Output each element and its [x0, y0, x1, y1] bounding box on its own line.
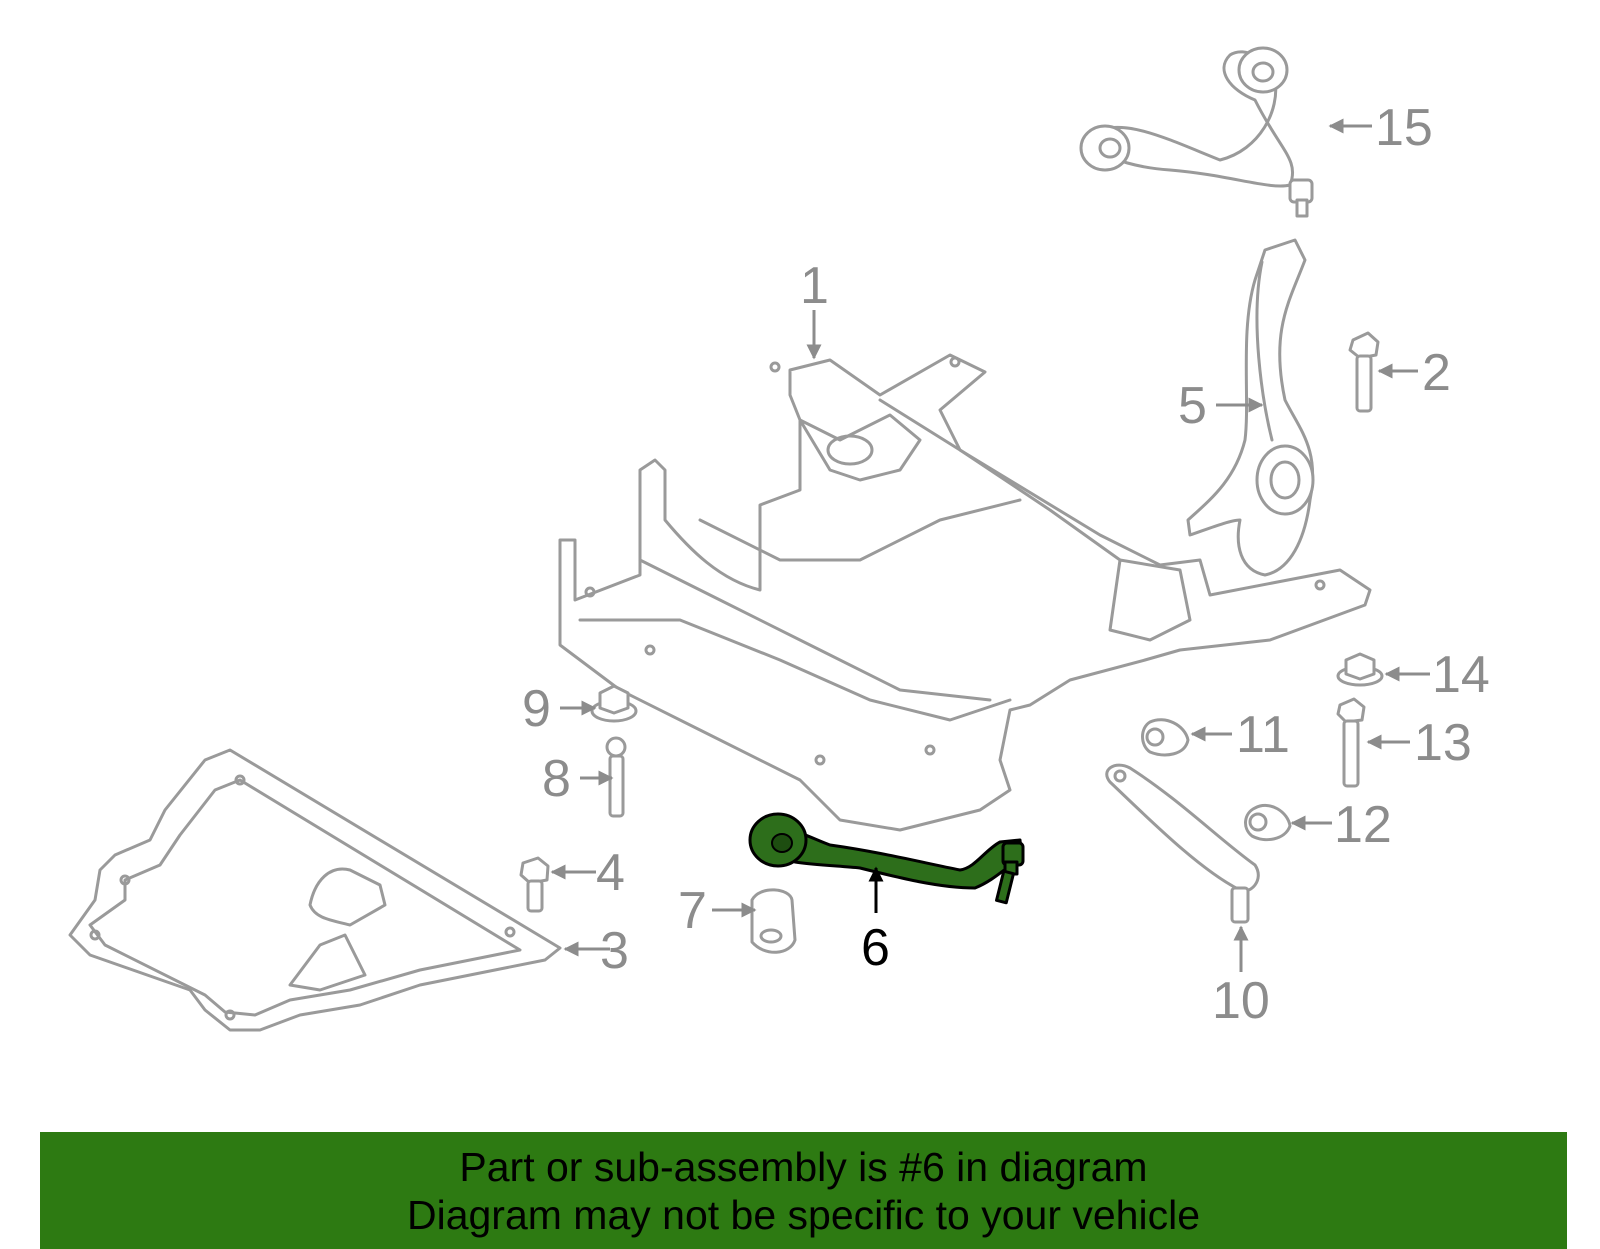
upper-control-arm-part: [1079, 46, 1314, 218]
callout-5: 5: [1178, 377, 1207, 435]
callout-2: 2: [1422, 344, 1451, 402]
info-banner: Part or sub-assembly is #6 in diagram Di…: [40, 1132, 1567, 1249]
callout-8: 8: [542, 750, 571, 808]
bolt-part-13: [1336, 697, 1366, 788]
parts-diagram: 1 2 3 4 5 6 7 8 9 10 11 12 13 14 15: [68, 46, 1490, 1032]
bushing-part-11: [1141, 718, 1190, 757]
callout-10: 10: [1212, 972, 1270, 1030]
front-subframe-part: [558, 353, 1372, 832]
callout-labels: 1 2 3 4 5 6 7 8 9 10 11 12 13 14 15: [522, 99, 1490, 1030]
callout-15: 15: [1375, 99, 1433, 157]
banner-line-disclaimer: Diagram may not be specific to your vehi…: [406, 1191, 1200, 1238]
callout-3: 3: [600, 922, 629, 980]
lower-link-part-10: [1105, 763, 1260, 924]
bushing-part-7: [750, 888, 797, 954]
nut-part-9: [590, 684, 638, 723]
control-arm-part-6: [748, 812, 1025, 905]
banner-line-part-info: Part or sub-assembly is #6 in diagram: [459, 1143, 1148, 1190]
bushing-part-12: [1244, 803, 1292, 842]
callout-1: 1: [800, 257, 829, 315]
callout-12: 12: [1334, 796, 1392, 854]
leader-lines: [550, 118, 1430, 972]
bolt-part-4: [519, 856, 550, 913]
callout-11: 11: [1236, 706, 1290, 764]
callout-14: 14: [1432, 646, 1490, 704]
nut-part-14: [1336, 652, 1384, 687]
callout-13: 13: [1414, 714, 1472, 772]
callout-7: 7: [678, 882, 707, 940]
callout-6: 6: [861, 919, 890, 977]
splash-shield-part: [68, 748, 562, 1032]
callout-4: 4: [596, 844, 625, 902]
callout-9: 9: [522, 680, 551, 738]
bolt-part-2: [1348, 331, 1380, 413]
